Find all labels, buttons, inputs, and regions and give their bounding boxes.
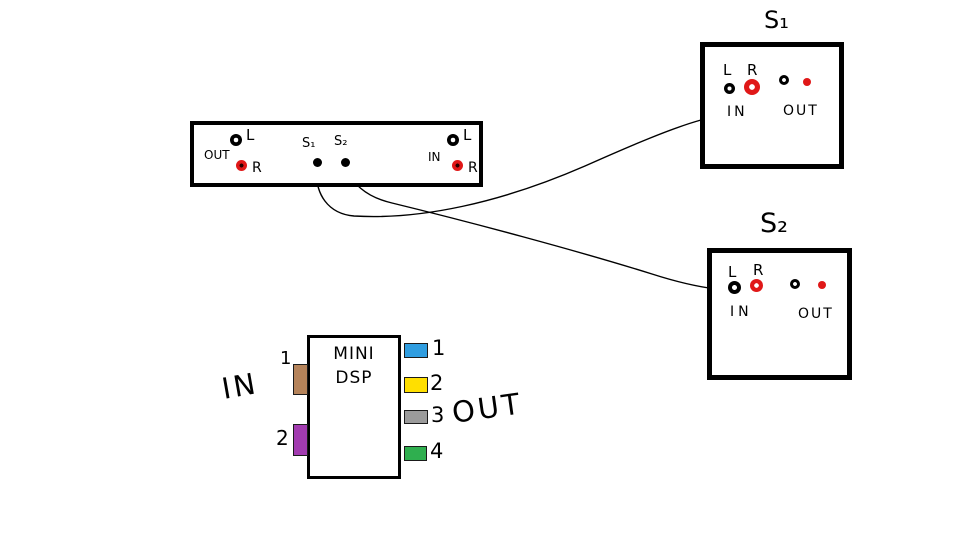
main-in-l-label: L: [463, 126, 472, 144]
s2-r-label: R: [753, 261, 764, 279]
minidsp-output-tab-3: [404, 410, 428, 424]
s2-in-label: IN: [730, 304, 753, 320]
main-in-l-port: [447, 134, 459, 146]
minidsp-output-tab-2: [404, 377, 428, 393]
minidsp-out-label: OUT: [449, 386, 525, 430]
s1-out-r-port: [803, 78, 811, 86]
s1-title: S₁: [764, 6, 789, 34]
s2-out-label: OUT: [798, 306, 834, 322]
s1-out-label: OUT: [783, 103, 819, 119]
minidsp-box: MINI DSP: [307, 335, 401, 479]
main-out-l-port: [230, 134, 242, 146]
s2-out-r-port: [818, 281, 826, 289]
minidsp-output-2-label: 2: [430, 371, 444, 395]
s1-box: L R IN OUT: [700, 42, 844, 169]
s1-in-l-port: [724, 83, 735, 94]
minidsp-input-1-label: 1: [280, 348, 292, 369]
minidsp-input-2-label: 2: [276, 426, 289, 450]
s1-in-r-port: [744, 79, 760, 95]
main-unit-box: L OUT R S₁ S₂ L IN R: [190, 121, 483, 187]
s2-l-label: L: [728, 263, 737, 281]
main-s2-port: [341, 158, 350, 167]
main-out-label: OUT: [204, 148, 230, 162]
minidsp-title-line1: MINI: [333, 344, 375, 364]
minidsp-output-3-label: 3: [431, 403, 445, 427]
main-in-r-port: [452, 160, 463, 171]
minidsp-output-tab-4: [404, 446, 427, 461]
main-s2-label: S₂: [334, 134, 348, 149]
s1-l-label: L: [723, 61, 732, 79]
s1-in-label: IN: [727, 104, 748, 120]
s2-box: L R IN OUT: [707, 248, 852, 380]
s1-r-label: R: [747, 61, 758, 79]
main-s1-port: [313, 158, 322, 167]
main-in-label: IN: [428, 150, 441, 164]
s2-in-r-port: [750, 279, 763, 292]
minidsp-output-1-label: 1: [432, 336, 446, 360]
s2-out-l-port: [790, 279, 800, 289]
minidsp-input-tab-1: [293, 364, 308, 395]
main-out-l-label: L: [246, 126, 255, 144]
s1-out-l-port: [779, 75, 789, 85]
minidsp-input-tab-2: [293, 424, 308, 456]
minidsp-in-label: IN: [219, 366, 261, 406]
minidsp-output-tab-1: [404, 343, 428, 358]
main-s1-label: S₁: [302, 136, 316, 151]
minidsp-output-4-label: 4: [430, 439, 444, 463]
main-out-r-label: R: [252, 160, 262, 176]
main-in-r-label: R: [468, 160, 478, 176]
s2-title: S₂: [760, 208, 788, 239]
minidsp-title-line2: DSP: [335, 368, 373, 388]
s2-in-l-port: [728, 281, 741, 294]
main-out-r-port: [236, 160, 247, 171]
